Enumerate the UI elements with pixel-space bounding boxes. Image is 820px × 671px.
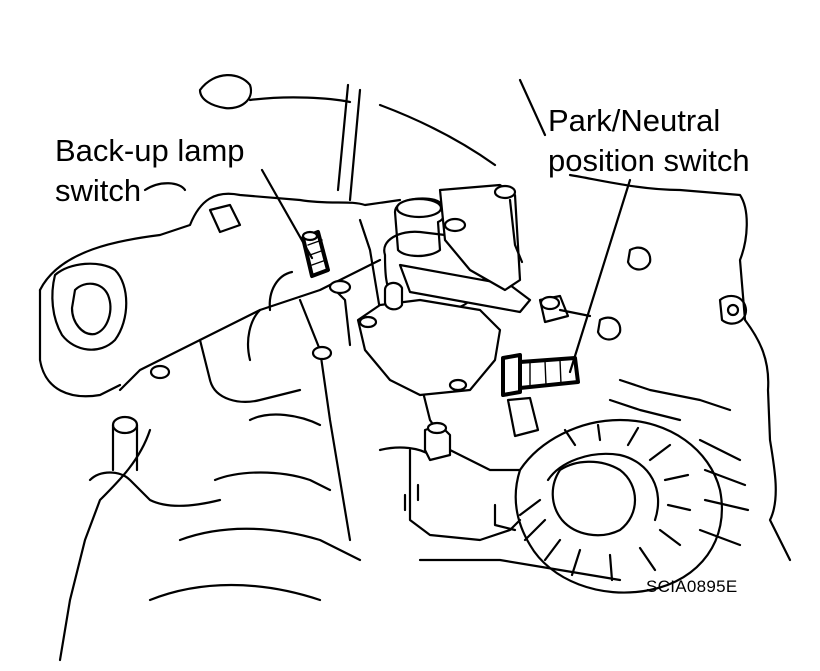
bolts xyxy=(143,182,452,462)
figure-code: SCIA0895E xyxy=(646,577,738,596)
park-neutral-switch-label: Park/Neutral position switch xyxy=(548,101,750,181)
pn-leader xyxy=(568,178,632,374)
backup-label-line-2: switch xyxy=(55,173,142,208)
backup-lamp-switch xyxy=(301,230,330,278)
differential-housing xyxy=(514,378,750,594)
transaxle-housing xyxy=(38,74,792,562)
leader-lines xyxy=(260,168,632,374)
park-neutral-position-switch xyxy=(501,353,580,438)
backup-label-line-1: Back-up lamp xyxy=(55,133,245,168)
shift-control-assembly xyxy=(356,183,592,397)
pn-label-line-2: position switch xyxy=(548,143,750,178)
pn-label-line-1: Park/Neutral xyxy=(548,103,721,138)
backup-leader xyxy=(260,168,314,260)
case-body xyxy=(58,218,622,662)
backup-lamp-switch-label: Back-up lamp switch xyxy=(55,131,245,211)
